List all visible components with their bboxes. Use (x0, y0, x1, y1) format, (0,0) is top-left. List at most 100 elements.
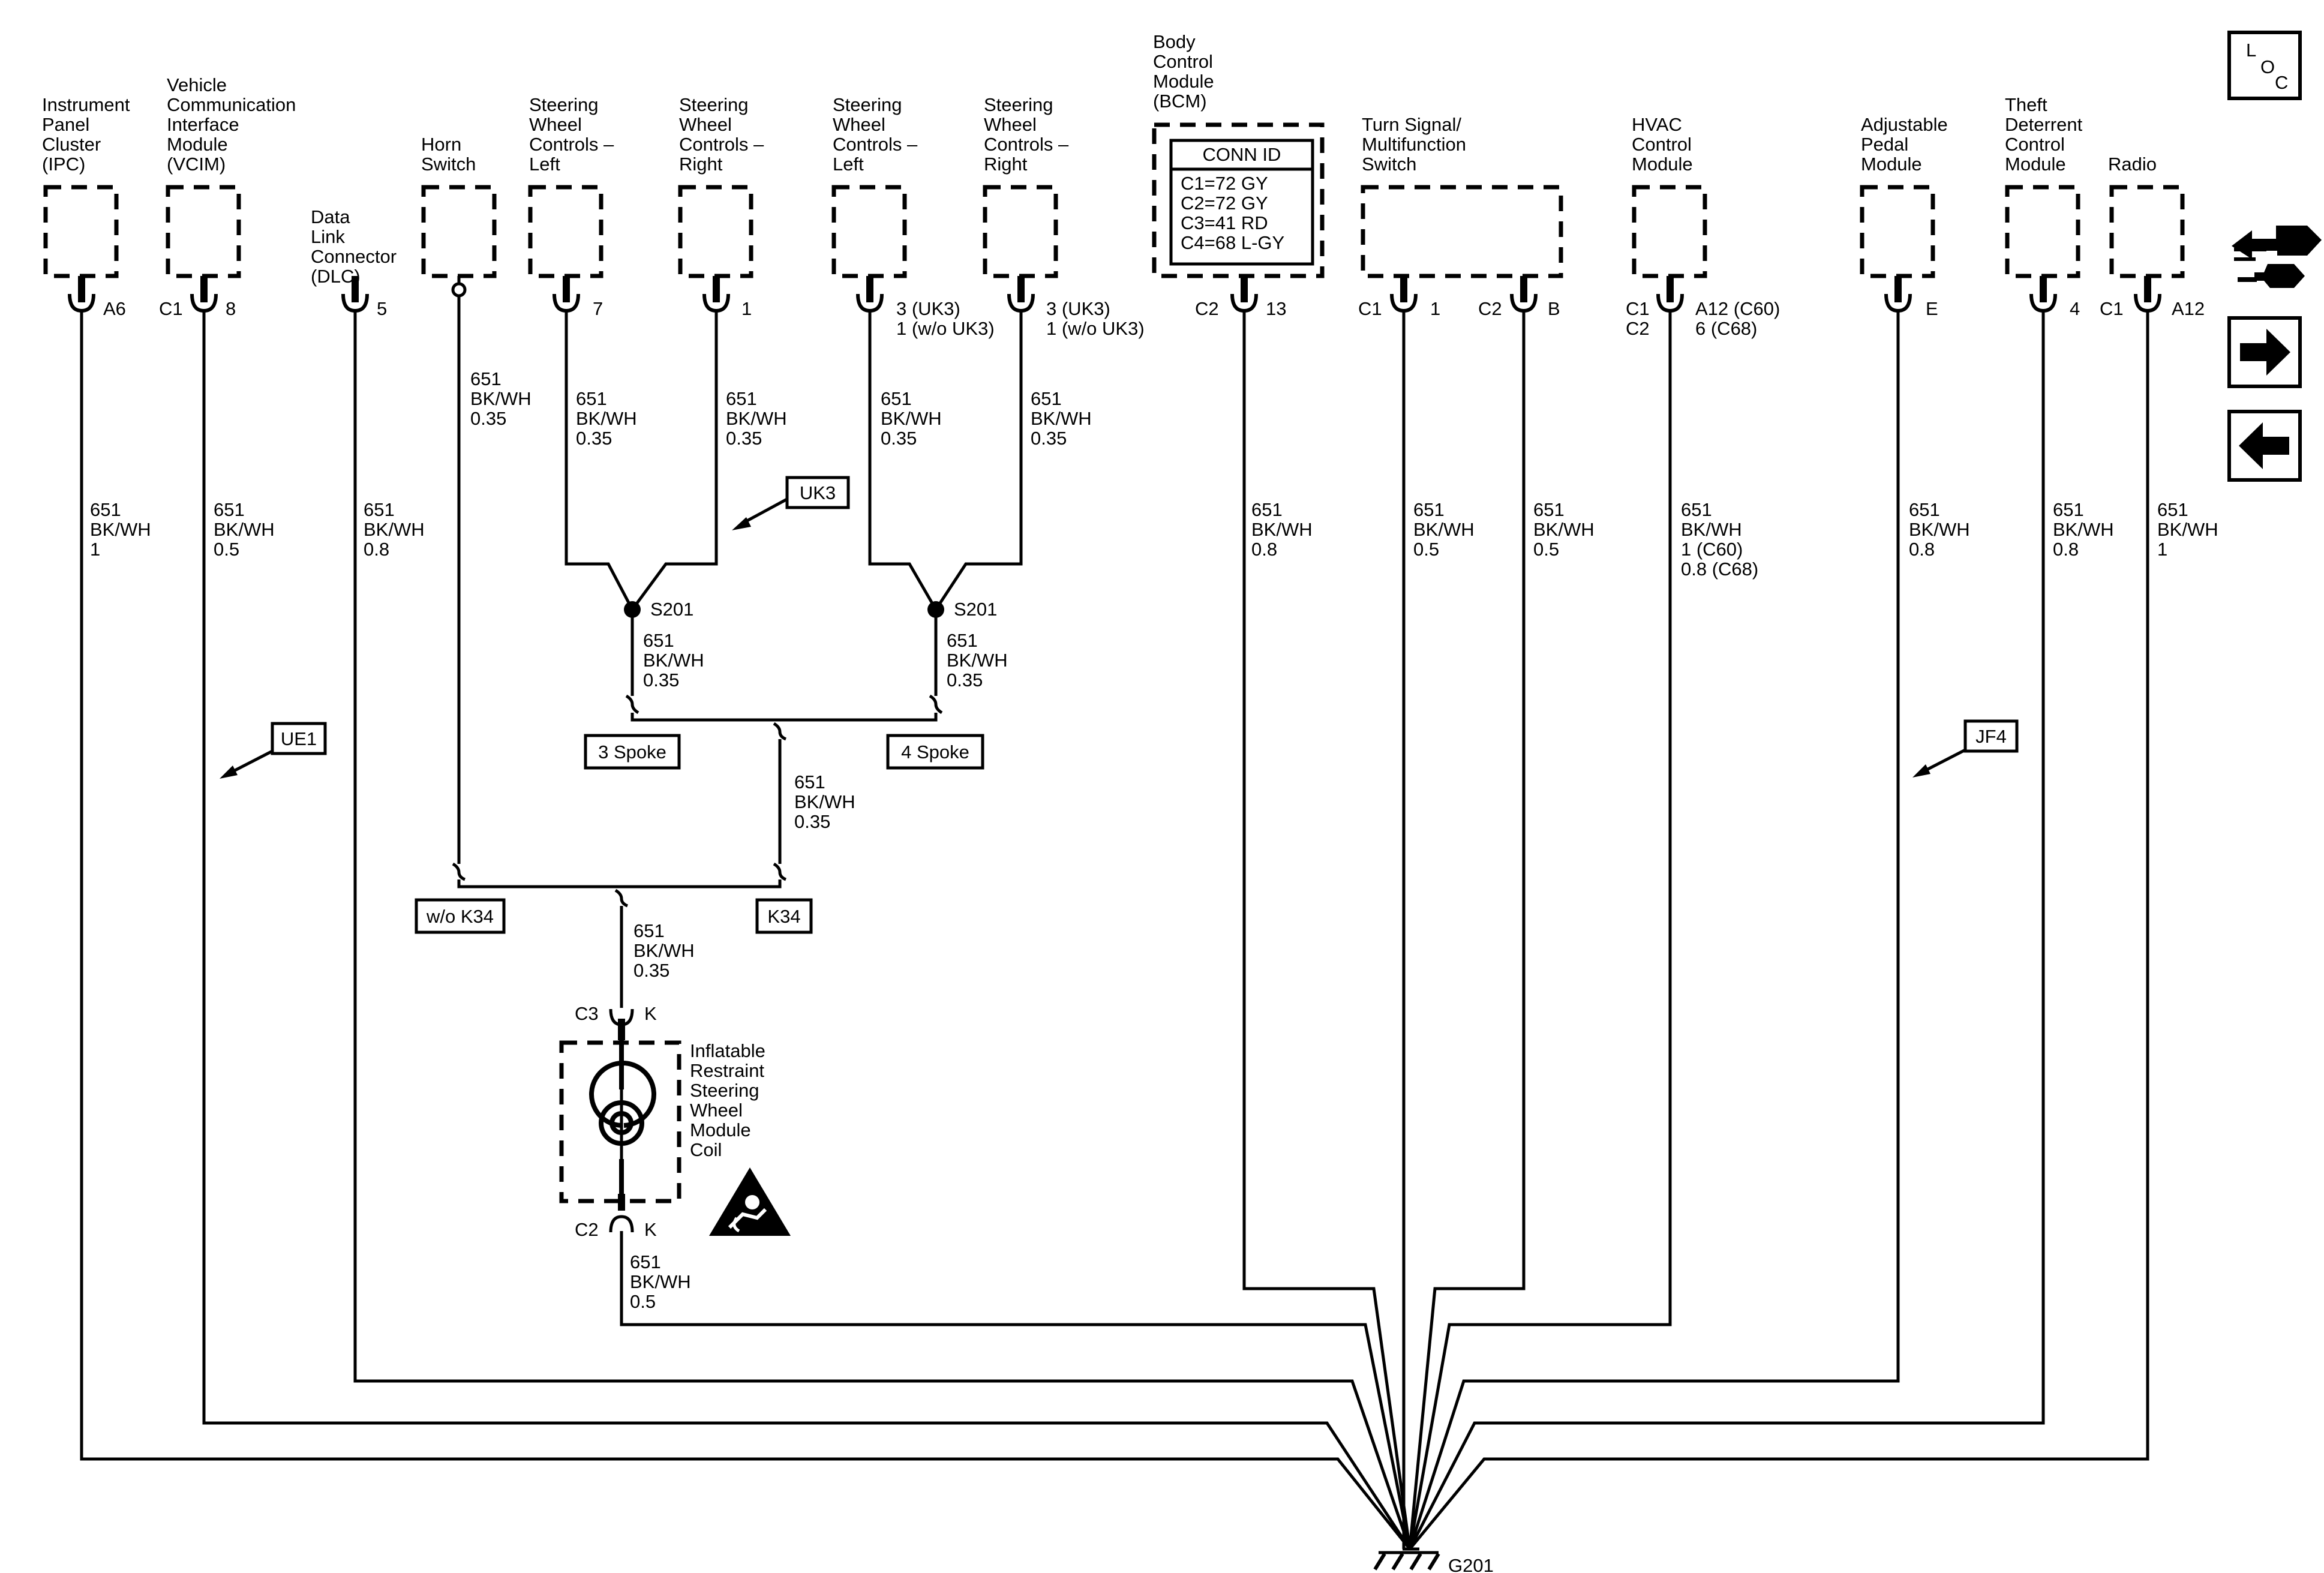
swc-left-4spoke-box (831, 185, 907, 278)
swc-left-3spoke-label: Steering Wheel Controls – Left (529, 94, 614, 175)
loc-button[interactable]: L O C (2227, 31, 2302, 100)
option-tag-jf4: JF4 (1912, 719, 2019, 778)
svg-text:13: 13 (1266, 298, 1286, 319)
svg-text:BK/WH: BK/WH (470, 388, 532, 409)
svg-text:BK/WH: BK/WH (1533, 519, 1595, 540)
svg-text:Multifunction: Multifunction (1362, 134, 1466, 155)
svg-text:Body: Body (1153, 31, 1196, 52)
svg-text:C1: C1 (159, 298, 183, 319)
svg-text:BK/WH: BK/WH (364, 519, 425, 540)
splice-s201-right: S201 (927, 599, 997, 620)
connector-terminals (68, 276, 2161, 313)
svg-text:651: 651 (364, 499, 395, 520)
svg-text:Left: Left (529, 154, 560, 175)
turn-signal-switch-box (1361, 185, 1563, 278)
svg-text:0.8: 0.8 (1251, 539, 1277, 560)
svg-text:BK/WH: BK/WH (2053, 519, 2114, 540)
svg-text:Cluster: Cluster (42, 134, 101, 155)
svg-text:651: 651 (470, 368, 502, 389)
svg-text:Wheel: Wheel (833, 114, 885, 135)
svg-text:C4=68 L-GY: C4=68 L-GY (1181, 232, 1284, 253)
svg-text:C1: C1 (1358, 298, 1382, 319)
svg-text:651: 651 (576, 388, 607, 409)
svg-text:Radio: Radio (2108, 154, 2157, 175)
arrow-right-icon[interactable] (2227, 316, 2302, 388)
svg-text:Wheel: Wheel (690, 1100, 743, 1121)
svg-text:BK/WH: BK/WH (1251, 519, 1313, 540)
svg-text:S201: S201 (954, 599, 997, 620)
svg-text:BK/WH: BK/WH (1681, 519, 1742, 540)
turn-signal-1-terminal (1390, 276, 1418, 313)
swc-left-3spoke-box (528, 185, 603, 278)
swc-right-3spoke-terminal (702, 276, 730, 313)
svg-text:C3: C3 (575, 1003, 599, 1024)
svg-text:BK/WH: BK/WH (90, 519, 151, 540)
svg-text:Control: Control (2005, 134, 2065, 155)
svg-text:Connector: Connector (311, 246, 397, 267)
svg-text:K: K (644, 1003, 657, 1024)
svg-text:1 (w/o UK3): 1 (w/o UK3) (896, 318, 995, 339)
hvac-module-box (1632, 185, 1707, 278)
svg-text:Module: Module (690, 1119, 751, 1140)
svg-text:C: C (2275, 72, 2288, 93)
bcm-label: Body Control Module (BCM) (1153, 31, 1214, 112)
svg-text:651: 651 (1413, 499, 1445, 520)
svg-text:Controls –: Controls – (984, 134, 1069, 155)
svg-text:8: 8 (226, 298, 236, 319)
horn-switch-label: Horn Switch (421, 134, 476, 175)
svg-text:651: 651 (1533, 499, 1565, 520)
svg-text:Module: Module (1153, 71, 1214, 92)
svg-text:BK/WH: BK/WH (794, 791, 855, 812)
svg-text:B: B (1548, 298, 1560, 319)
swc-right-4spoke-box (983, 185, 1058, 278)
svg-text:0.8 (C68): 0.8 (C68) (1681, 559, 1758, 580)
dlc-terminal (341, 276, 369, 313)
svg-text:Switch: Switch (1362, 154, 1416, 175)
svg-text:Wheel: Wheel (679, 114, 732, 135)
svg-text:651: 651 (726, 388, 757, 409)
inflatable-restraint-coil: C3 K C2 K Inflatable Restraint Steering … (559, 1003, 765, 1240)
svg-text:C1=72 GY: C1=72 GY (1181, 173, 1268, 194)
hvac-terminal (1656, 276, 1684, 313)
svg-text:O: O (2260, 56, 2275, 77)
svg-text:Steering: Steering (984, 94, 1053, 115)
svg-text:3 (UK3): 3 (UK3) (896, 298, 960, 319)
svg-text:Right: Right (984, 154, 1028, 175)
radio-box (2109, 185, 2185, 278)
bcm-terminal (1230, 276, 1258, 313)
svg-text:651: 651 (2053, 499, 2084, 520)
svg-text:0.8: 0.8 (1909, 539, 1935, 560)
svg-text:Communication: Communication (167, 94, 296, 115)
svg-text:3 Spoke: 3 Spoke (598, 742, 666, 763)
harness-connector-icon[interactable] (2232, 226, 2322, 288)
clockspring-coil-icon (589, 1040, 656, 1201)
svg-text:Controls –: Controls – (833, 134, 918, 155)
svg-text:Left: Left (833, 154, 864, 175)
theft-terminal (2029, 276, 2057, 313)
svg-text:A12 (C60): A12 (C60) (1695, 298, 1780, 319)
svg-text:CONN ID: CONN ID (1203, 144, 1281, 165)
wires (80, 296, 2149, 1550)
svg-text:0.5: 0.5 (630, 1291, 656, 1312)
svg-text:Theft: Theft (2005, 94, 2047, 115)
radio-terminal (2134, 276, 2161, 313)
svg-text:K34: K34 (767, 906, 800, 927)
svg-text:A12: A12 (2172, 298, 2205, 319)
svg-text:C1: C1 (1626, 298, 1650, 319)
svg-text:651: 651 (881, 388, 912, 409)
svg-text:Deterrent: Deterrent (2005, 114, 2083, 135)
ipc-terminal (68, 276, 95, 313)
svg-text:Adjustable: Adjustable (1861, 114, 1948, 135)
bcm-box (1152, 122, 1325, 278)
svg-text:K: K (644, 1219, 657, 1240)
svg-text:651: 651 (633, 920, 665, 941)
svg-text:JF4: JF4 (1975, 726, 2007, 747)
svg-text:0.35: 0.35 (576, 428, 612, 449)
svg-text:651: 651 (2157, 499, 2188, 520)
svg-text:BK/WH: BK/WH (630, 1271, 691, 1292)
arrow-left-icon[interactable] (2227, 410, 2302, 482)
svg-text:Panel: Panel (42, 114, 89, 135)
svg-text:C3=41 RD: C3=41 RD (1181, 212, 1268, 233)
svg-text:HVAC: HVAC (1632, 114, 1682, 135)
svg-text:Wheel: Wheel (529, 114, 582, 135)
